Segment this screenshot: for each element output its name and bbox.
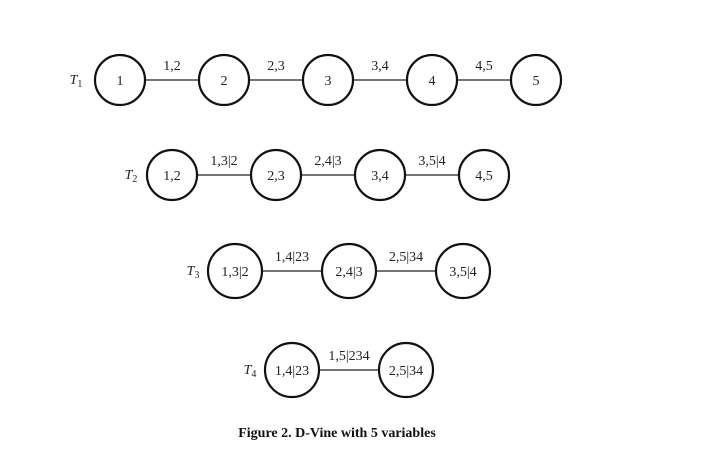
node-label: 3,5|4 — [449, 265, 476, 280]
edge-label: 2,4|3 — [314, 154, 341, 169]
node-circle — [197, 53, 251, 107]
edge-label: 2,3 — [267, 59, 285, 74]
node-circle — [405, 53, 459, 107]
node-label: 3 — [325, 74, 332, 89]
node-label: 4,5 — [475, 169, 493, 184]
node-label: 2 — [221, 74, 228, 89]
tree-1: 1,2 2,3 3,4 4,5 1 2 3 4 5 T1 — [70, 53, 563, 107]
node-label: 2,3 — [267, 169, 285, 184]
tree-label: T3 — [187, 264, 200, 281]
tree-3: 1,4|23 2,5|34 1,3|2 2,4|3 3,5|4 T3 — [187, 242, 492, 300]
edge-label: 3,4 — [371, 59, 389, 74]
node-circle — [509, 53, 563, 107]
edge-label: 3,5|4 — [418, 154, 445, 169]
node-circle — [249, 148, 303, 202]
tree-label: T1 — [70, 73, 83, 90]
tree-label: T4 — [244, 363, 257, 380]
node-label: 1 — [117, 74, 124, 89]
node-circle — [377, 341, 435, 399]
edge-label: 1,2 — [163, 59, 181, 74]
node-label: 4 — [429, 74, 436, 89]
node-circle — [457, 148, 511, 202]
node-label: 1,3|2 — [221, 265, 248, 280]
node-label: 2,5|34 — [389, 364, 423, 379]
edge-label: 4,5 — [475, 59, 493, 74]
node-circle — [206, 242, 264, 300]
tree-4: 1,5|234 1,4|23 2,5|34 T4 — [244, 341, 435, 399]
figure-caption: Figure 2. D-Vine with 5 variables — [238, 426, 436, 441]
node-label: 2,4|3 — [335, 265, 362, 280]
node-circle — [434, 242, 492, 300]
edge-label: 1,4|23 — [275, 250, 309, 265]
edge-label: 2,5|34 — [389, 250, 423, 265]
node-label: 5 — [533, 74, 540, 89]
node-label: 3,4 — [371, 169, 389, 184]
node-circle — [263, 341, 321, 399]
node-label: 1,2 — [163, 169, 181, 184]
tree-label: T2 — [125, 168, 138, 185]
node-circle — [145, 148, 199, 202]
edge-label: 1,5|234 — [328, 349, 369, 364]
node-label: 1,4|23 — [275, 364, 309, 379]
node-circle — [301, 53, 355, 107]
node-circle — [320, 242, 378, 300]
node-circle — [93, 53, 147, 107]
tree-2: 1,3|2 2,4|3 3,5|4 1,2 2,3 3,4 4,5 T2 — [125, 148, 511, 202]
node-circle — [353, 148, 407, 202]
edge-label: 1,3|2 — [210, 154, 237, 169]
